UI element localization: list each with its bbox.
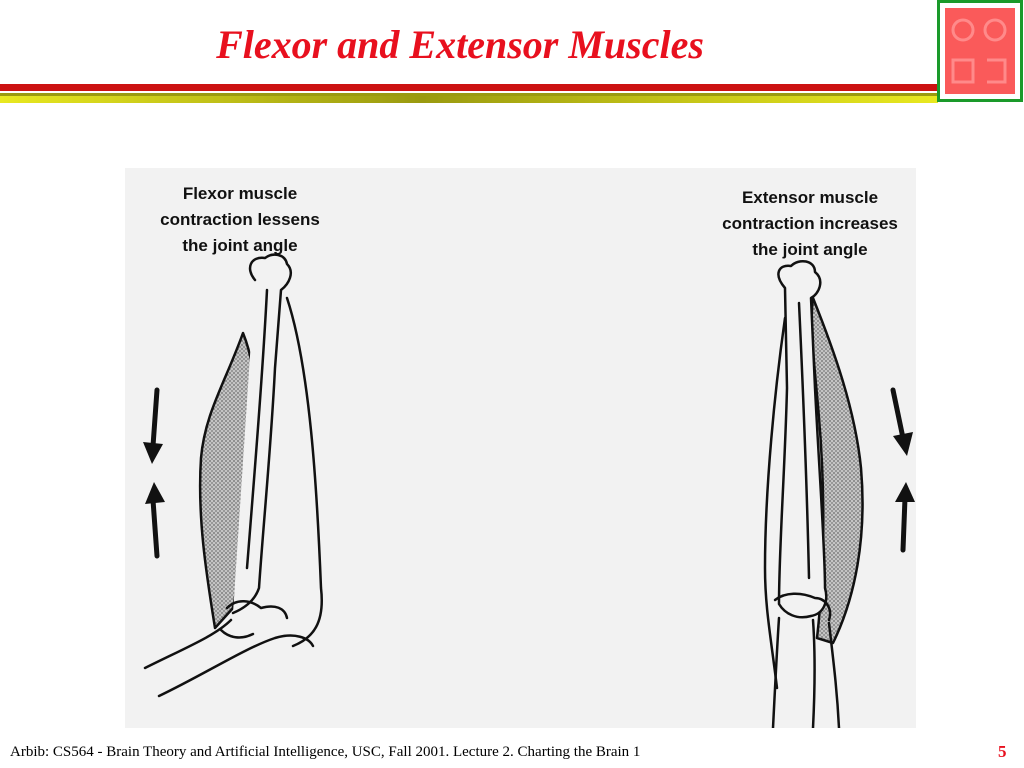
humerus-inner-edge <box>245 288 269 570</box>
title-rule <box>0 84 938 103</box>
arm-diagram <box>143 253 915 728</box>
flexed-arm-illustration <box>143 253 324 698</box>
down-arrow-shaft <box>150 387 160 449</box>
flexor-caption-line-3: the joint angle <box>182 236 298 255</box>
elbow-joint-right <box>773 592 832 622</box>
logo-mark <box>945 8 1015 94</box>
forearm-bone-lower <box>157 634 315 698</box>
up-arrow-shaft-right <box>900 495 908 553</box>
down-arrow-shaft-right <box>890 387 906 441</box>
extensor-caption-line-3: the joint angle <box>752 240 868 259</box>
extended-arm-illustration <box>763 259 864 728</box>
outer-arm-contour <box>285 296 324 648</box>
page-number: 5 <box>998 742 1007 761</box>
up-arrow-head-right-icon <box>895 482 915 502</box>
forearm-bone-right-2 <box>811 618 816 728</box>
flexor-caption: Flexor muscle contraction lessens the jo… <box>135 181 345 259</box>
flexor-arrows <box>143 387 165 559</box>
elbow-joint <box>225 600 289 620</box>
up-arrow-head-icon <box>145 482 165 504</box>
flexor-caption-line-2: contraction lessens <box>160 210 320 229</box>
forearm-bone-upper <box>143 618 233 670</box>
slide-footer: Arbib: CS564 - Brain Theory and Artifici… <box>10 744 641 760</box>
extensor-caption-line-1: Extensor muscle <box>741 188 879 207</box>
extensor-caption: Extensor muscle contraction increases th… <box>705 185 915 263</box>
humerus-bone-right <box>777 259 828 619</box>
humerus-bone <box>231 253 292 615</box>
extensor-caption-line-2: contraction increases <box>722 214 898 233</box>
slide-title: Flexor and Extensor Muscles <box>216 22 704 67</box>
down-arrow-head-icon <box>143 442 163 464</box>
extensor-arrows <box>890 387 915 553</box>
flexor-extensor-figure: Flexor muscle contraction lessens the jo… <box>125 168 916 728</box>
forearm-bone-right-3 <box>827 621 841 728</box>
outer-arm-contour-right <box>763 316 787 690</box>
usc-logo <box>937 0 1023 102</box>
up-arrow-shaft <box>150 497 160 559</box>
forearm-bone-right-1 <box>771 616 781 728</box>
logo-pattern-icon <box>951 18 1007 84</box>
humerus-inner-edge-right <box>797 301 811 580</box>
flexor-caption-line-1: Flexor muscle <box>182 184 298 203</box>
forearm-inner <box>219 628 255 639</box>
down-arrow-head-right-icon <box>893 432 913 456</box>
